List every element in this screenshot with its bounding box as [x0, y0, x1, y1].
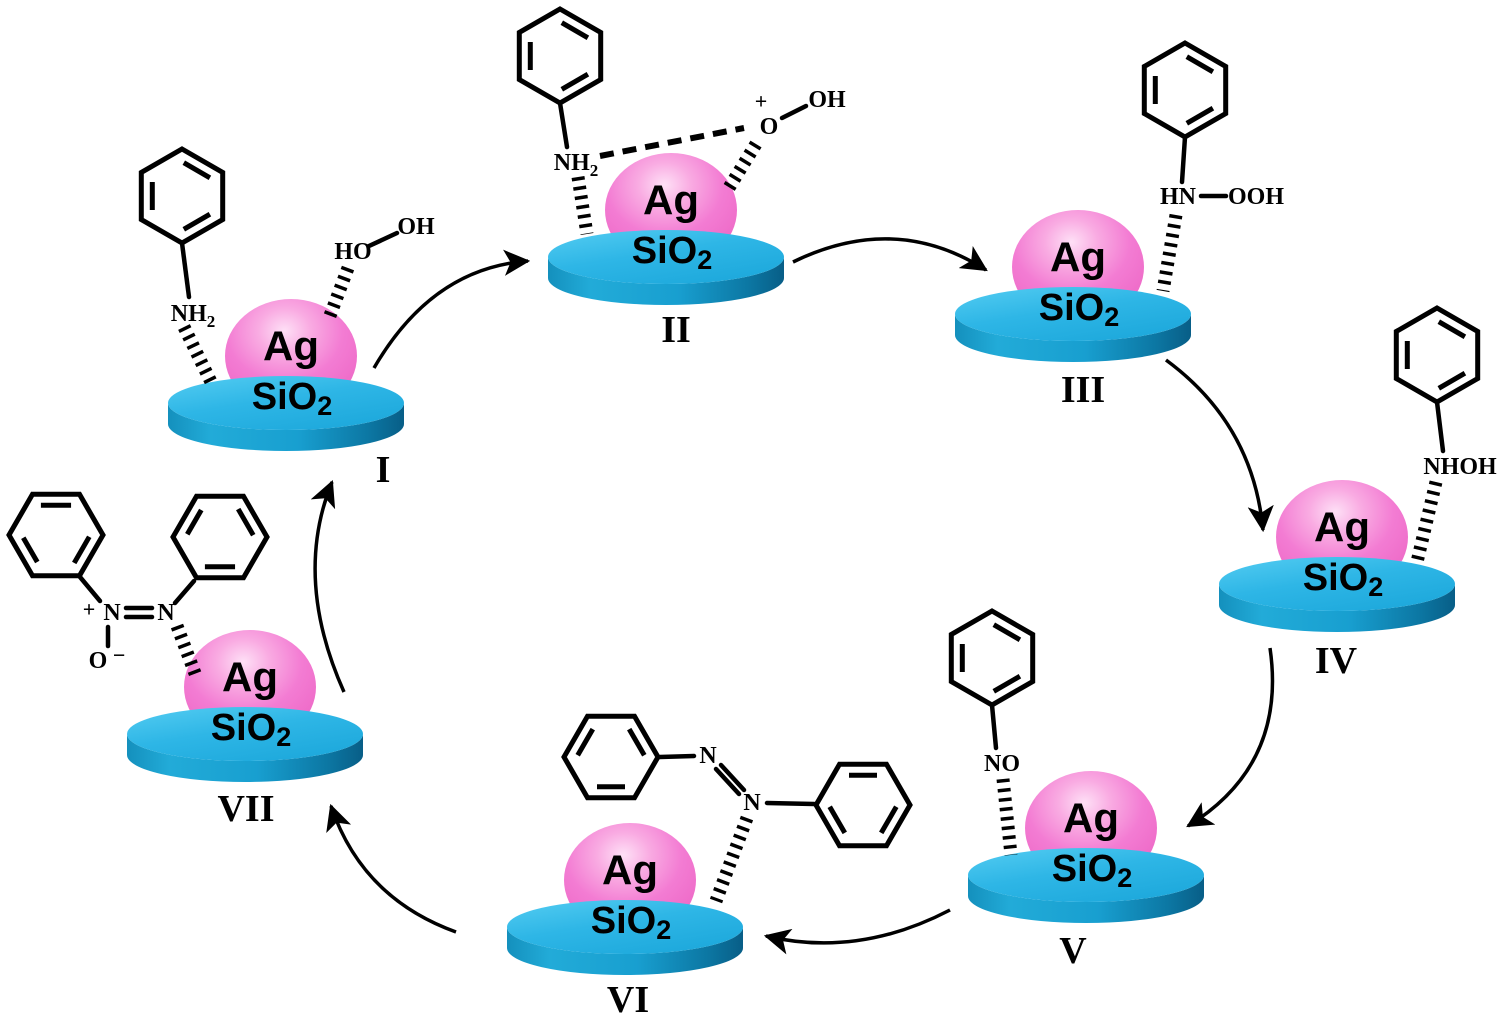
azo-n2-label: N [157, 600, 175, 626]
arrow-VI-to-VII [326, 803, 457, 934]
amine-surface-hash-bond [571, 175, 594, 236]
metal-label: Ag [643, 177, 699, 224]
azo-double-bond [713, 766, 742, 797]
peroxide-metal-hash-bond [321, 265, 355, 324]
nitroso-label: NO [984, 751, 1020, 777]
step-numeral: II [661, 309, 691, 351]
benzene-ring [564, 716, 658, 797]
step-I: NH2 HO OH Ag SiO2 I [141, 149, 435, 491]
arrow-II-to-III [792, 237, 988, 272]
hydrogen-peroxide-molecule: HO OH [334, 214, 435, 265]
arrow-I-to-II [372, 249, 531, 369]
hydroxyl-label: OH [808, 87, 846, 113]
step-VII: + N N O − Ag SiO2 VII [0, 474, 363, 830]
benzene-ring [161, 476, 278, 598]
metal-label: Ag [263, 323, 319, 370]
step-numeral: VI [607, 979, 649, 1019]
amine-label: NH2 [171, 301, 216, 331]
azoxybenzene-molecule: + N N O − [0, 474, 279, 674]
ring-azoxy-bond [77, 574, 103, 604]
benzene-ring [519, 9, 600, 103]
metal-label: Ag [1063, 795, 1119, 842]
peroxide-bond [366, 230, 400, 249]
arrow-V-to-VI [763, 908, 951, 955]
ring-azo-bond [657, 753, 697, 760]
step-numeral: VII [217, 788, 274, 830]
azo-n2-label: N [743, 790, 761, 816]
azo-double-bond [718, 762, 747, 793]
ring-nitroso-bond [989, 702, 999, 751]
oxygen-metal-hash-bond [721, 140, 762, 195]
phenylhydroxylamine-molecule: NHOH [1396, 308, 1497, 480]
support-label: SiO2 [1303, 557, 1384, 602]
step-V: NO Ag SiO2 V [951, 611, 1204, 972]
ring-amide-bond [1179, 134, 1188, 185]
arrow-IV-to-V [1186, 647, 1275, 828]
ring-amine-bond [179, 240, 192, 300]
metal-label: Ag [222, 654, 278, 701]
oxygen-label: O [760, 114, 779, 140]
azobenzene-molecule: N N [564, 716, 910, 845]
support-label: SiO2 [1039, 287, 1120, 332]
metal-label: Ag [1314, 504, 1370, 551]
step-IV: NHOH Ag SiO2 IV [1219, 308, 1497, 682]
amine-surface-hash-bond [178, 324, 218, 387]
amide-label: HN [1160, 184, 1197, 210]
support-label: SiO2 [591, 900, 672, 945]
azo-n1-label: N [103, 600, 121, 626]
amine-label: NH2 [554, 150, 599, 180]
ring-amine-bond [557, 100, 570, 150]
step-numeral: I [376, 449, 391, 491]
arrow-III-to-IV [1164, 358, 1274, 533]
azo-ring-bond [172, 578, 197, 606]
benzene-ring [951, 611, 1032, 705]
step-numeral: III [1061, 369, 1105, 411]
oxide-charge-label: − [113, 643, 126, 668]
step-III: HN OOH Ag SiO2 III [955, 43, 1284, 411]
benzene-ring [816, 764, 910, 845]
hydroperoxide-label: OOH [1228, 184, 1284, 210]
amine-oxygen-dashed-bond [599, 125, 745, 159]
cycle-arrows [310, 237, 1275, 955]
step-VI: N N Ag SiO2 VI [507, 716, 910, 1019]
n1-charge-label: + [83, 597, 96, 622]
metal-label: Ag [1050, 234, 1106, 281]
nitroso-surface-hash-bond [996, 778, 1018, 856]
oxygen-hydroxyl-bond [779, 103, 809, 121]
metal-label: Ag [602, 847, 658, 894]
arrow-VII-to-I [310, 479, 346, 693]
benzene-ring [141, 149, 222, 243]
benzene-ring [1144, 43, 1225, 137]
aniline-peroxo-complex: NH2 + O OH [519, 9, 846, 180]
peroxide-oh-label: OH [397, 214, 435, 240]
azo-ring-bond [764, 800, 817, 807]
aniline-molecule: NH2 [141, 149, 222, 331]
step-numeral: V [1059, 930, 1087, 972]
hydroxylamine-surface-hash-bond [1410, 480, 1443, 564]
amide-surface-hash-bond [1156, 213, 1183, 293]
support-label: SiO2 [211, 707, 292, 752]
nitrosobenzene-molecule: NO [951, 611, 1032, 777]
ring-hydroxylamine-bond [1434, 399, 1446, 454]
oxide-label: O [89, 648, 108, 674]
step-II: NH2 + O OH Ag SiO2 II [519, 9, 846, 351]
oxygen-charge-label: + [755, 89, 768, 114]
azo-surface-hash-bond [709, 815, 754, 904]
azo-n1-label: N [699, 743, 717, 769]
hydroxylamine-label: NHOH [1423, 454, 1497, 480]
support-label: SiO2 [1052, 848, 1133, 893]
phenyl-hydroperoxyamine-molecule: HN OOH [1144, 43, 1284, 210]
peroxide-ho-label: HO [334, 239, 371, 265]
benzene-ring [0, 474, 115, 596]
benzene-ring [1396, 308, 1477, 402]
step-numeral: IV [1315, 640, 1358, 682]
support-label: SiO2 [252, 376, 333, 421]
support-label: SiO2 [632, 230, 713, 275]
